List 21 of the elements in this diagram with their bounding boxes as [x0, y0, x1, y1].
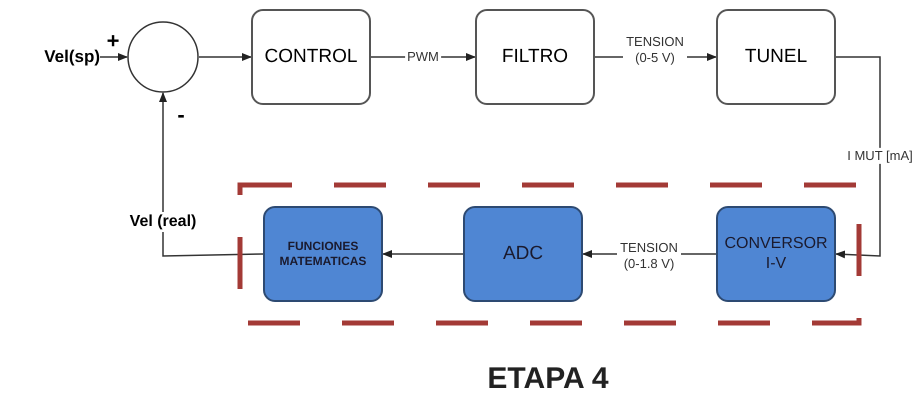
dashed-group-frame [237, 182, 862, 326]
sign-label: + [106, 30, 120, 52]
edge-label: I MUT [mA] [845, 148, 915, 164]
input-label: Vel(sp) [8, 44, 100, 70]
arrow [382, 250, 463, 258]
process-box: ADC [463, 206, 583, 302]
summing-junction [127, 21, 199, 93]
process-box: FUNCIONES MATEMATICAS [263, 206, 383, 302]
arrow [100, 53, 128, 61]
process-box: TUNEL [716, 9, 836, 105]
edge-label: Vel (real) [128, 212, 198, 232]
process-box: CONVERSOR I-V [716, 206, 836, 302]
edge-label: TENSION (0-1.8 V) [617, 240, 681, 272]
arrow [199, 53, 252, 61]
arrow [159, 92, 264, 257]
process-box: FILTRO [475, 9, 595, 105]
caption: ETAPA 4 [486, 364, 610, 394]
arrow [835, 56, 881, 258]
process-box: CONTROL [251, 9, 371, 105]
edge-label: TENSION (0-5 V) [623, 34, 687, 66]
sign-label: - [177, 104, 185, 126]
